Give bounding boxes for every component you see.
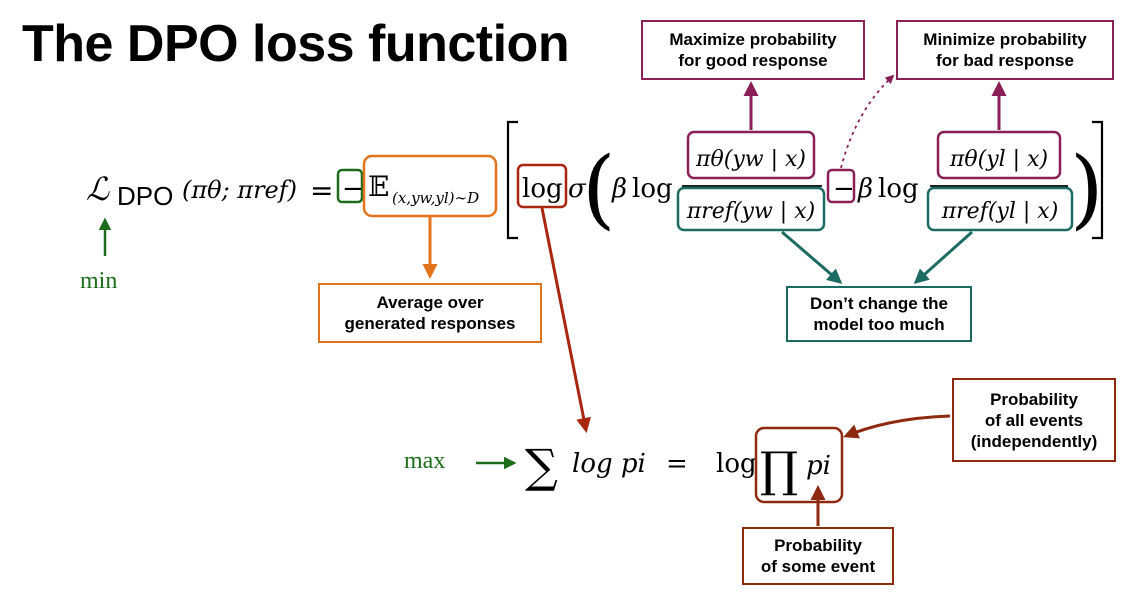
callout-dont-change-line1: Don’t change the [810, 294, 948, 313]
rejected-numerator: πθ(yl | x) [949, 147, 1048, 172]
callout-prob-some-line1: Probability [774, 536, 862, 555]
max-label: max [404, 448, 446, 474]
sum-term: log pi [572, 449, 646, 479]
product-term: pi [806, 451, 831, 481]
right-paren: ) [1070, 139, 1104, 239]
callout-dont-change: Don’t change the model too much [786, 286, 972, 342]
callout-prob-some: Probability of some event [742, 527, 894, 585]
rejected-denominator-box [926, 186, 1074, 232]
page-title: The DPO loss function [22, 15, 570, 73]
callout-prob-some-line2: of some event [760, 557, 876, 576]
callout-prob-all-line2: of all events [984, 410, 1084, 430]
callout-minimize-line2: for bad response [936, 51, 1074, 70]
expectation-symbol: 𝔼 [368, 170, 389, 203]
callout-average-line2: generated responses [344, 314, 516, 333]
callout-prob-all: Probability of all events (independently… [952, 378, 1116, 462]
arrow-teal-left [781, 230, 843, 284]
beta-symbol-1: β [611, 174, 627, 204]
expectation-box [362, 154, 498, 218]
rejected-denominator: πref(yl | x) [941, 199, 1059, 224]
sum-symbol: ∑ [525, 439, 558, 493]
chosen-numerator: πθ(yw | x) [695, 147, 806, 172]
expectation-subscript: (x,yw,yl)∼D [392, 189, 479, 207]
log-text-2: log [632, 174, 673, 204]
chosen-numerator-box [686, 130, 816, 180]
left-paren: ( [582, 139, 616, 239]
loss-subscript: DPO [117, 181, 173, 211]
product-symbol: ∏ [760, 442, 798, 498]
loss-symbol: ℒ [86, 170, 110, 208]
log-text-3: log [878, 174, 919, 204]
loss-args: (πθ; πref) [182, 176, 297, 204]
minus-box [336, 168, 364, 204]
callout-prob-all-line3: (independently) [970, 431, 1098, 451]
log-text: log [522, 174, 563, 204]
arrow-log [540, 207, 592, 433]
dpo-formula: ℒ DPO (πθ; πref) = − 𝔼 (x,yw,yl)∼D log σ… [86, 120, 1104, 240]
arrow-prob-all [843, 414, 951, 439]
product-box [754, 426, 844, 504]
callout-maximize-line2: for good response [678, 51, 828, 70]
bottom-log: log [716, 449, 757, 479]
equals-sign: = [310, 174, 333, 207]
min-label: min [80, 268, 118, 294]
callout-average: Average over generated responses [318, 283, 542, 343]
arrow-minus-dotted [840, 74, 895, 169]
callout-minimize: Minimize probability for bad response [896, 20, 1114, 80]
rejected-numerator-box [936, 130, 1062, 180]
beta-symbol-2: β [857, 174, 873, 204]
callout-maximize-line1: Maximize probability [669, 30, 837, 49]
middle-minus: − [833, 174, 855, 204]
bottom-formula: ∑ log pi = log ∏ pi [525, 426, 844, 504]
minus-sign: − [342, 174, 364, 204]
arrow-teal-right [913, 230, 973, 284]
callout-dont-change-line2: model too much [813, 315, 945, 334]
chosen-denominator: πref(yw | x) [686, 199, 815, 224]
callout-minimize-line1: Minimize probability [923, 30, 1087, 49]
right-bracket [1092, 120, 1104, 240]
bottom-equals: = [666, 449, 688, 479]
sigma-symbol: σ [568, 174, 587, 204]
chosen-denominator-box [676, 186, 826, 232]
log-box [516, 163, 568, 209]
callout-maximize: Maximize probability for good response [641, 20, 865, 80]
callout-average-line1: Average over [376, 293, 484, 312]
left-bracket [506, 120, 518, 240]
callout-prob-all-line1: Probability [990, 389, 1078, 409]
arrows [98, 74, 1007, 526]
middle-minus-box [826, 168, 856, 204]
